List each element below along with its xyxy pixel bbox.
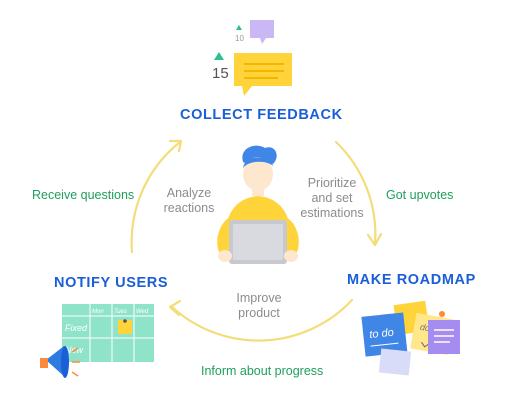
person-with-laptop-illustration: [217, 145, 299, 264]
label-got-upvotes: Got upvotes: [386, 188, 454, 202]
arrow-notify-to-collect: [130, 140, 182, 254]
stage-collect-feedback: COLLECT FEEDBACK: [180, 107, 343, 123]
label-receive-questions: Receive questions: [32, 188, 135, 202]
board-header-tues: Tues: [114, 309, 127, 315]
arrowhead-roadmap: [366, 232, 383, 247]
board-header-mon: Mon: [92, 309, 104, 315]
board-row-fixed: Fixed: [65, 323, 88, 333]
label-inform-progress: Inform about progress: [201, 364, 324, 378]
large-count: 15: [212, 65, 229, 82]
label-prioritize: Prioritize and set estimations: [300, 176, 364, 220]
arrowhead-notify: [168, 299, 182, 317]
board-header-wed: Wed: [136, 309, 149, 315]
small-count: 10: [235, 34, 244, 43]
todo-note-text: to do: [369, 327, 395, 341]
arrowhead-collect: [168, 139, 183, 153]
label-improve-product: Improve product: [236, 291, 282, 320]
roadmap-sticky-notes: done to do: [361, 300, 460, 376]
arrow-collect-to-roadmap: [334, 140, 377, 246]
feedback-bubbles-icon: 10 15: [212, 20, 292, 96]
stage-make-roadmap: MAKE ROADMAP: [347, 272, 476, 288]
stage-notify-users: NOTIFY USERS: [54, 275, 169, 291]
task-board-with-megaphone: Mon Tues Wed Fixed New: [40, 304, 154, 378]
arrow-roadmap-to-notify: [169, 298, 354, 342]
label-analyze-reactions: Analyze reactions: [163, 186, 215, 215]
